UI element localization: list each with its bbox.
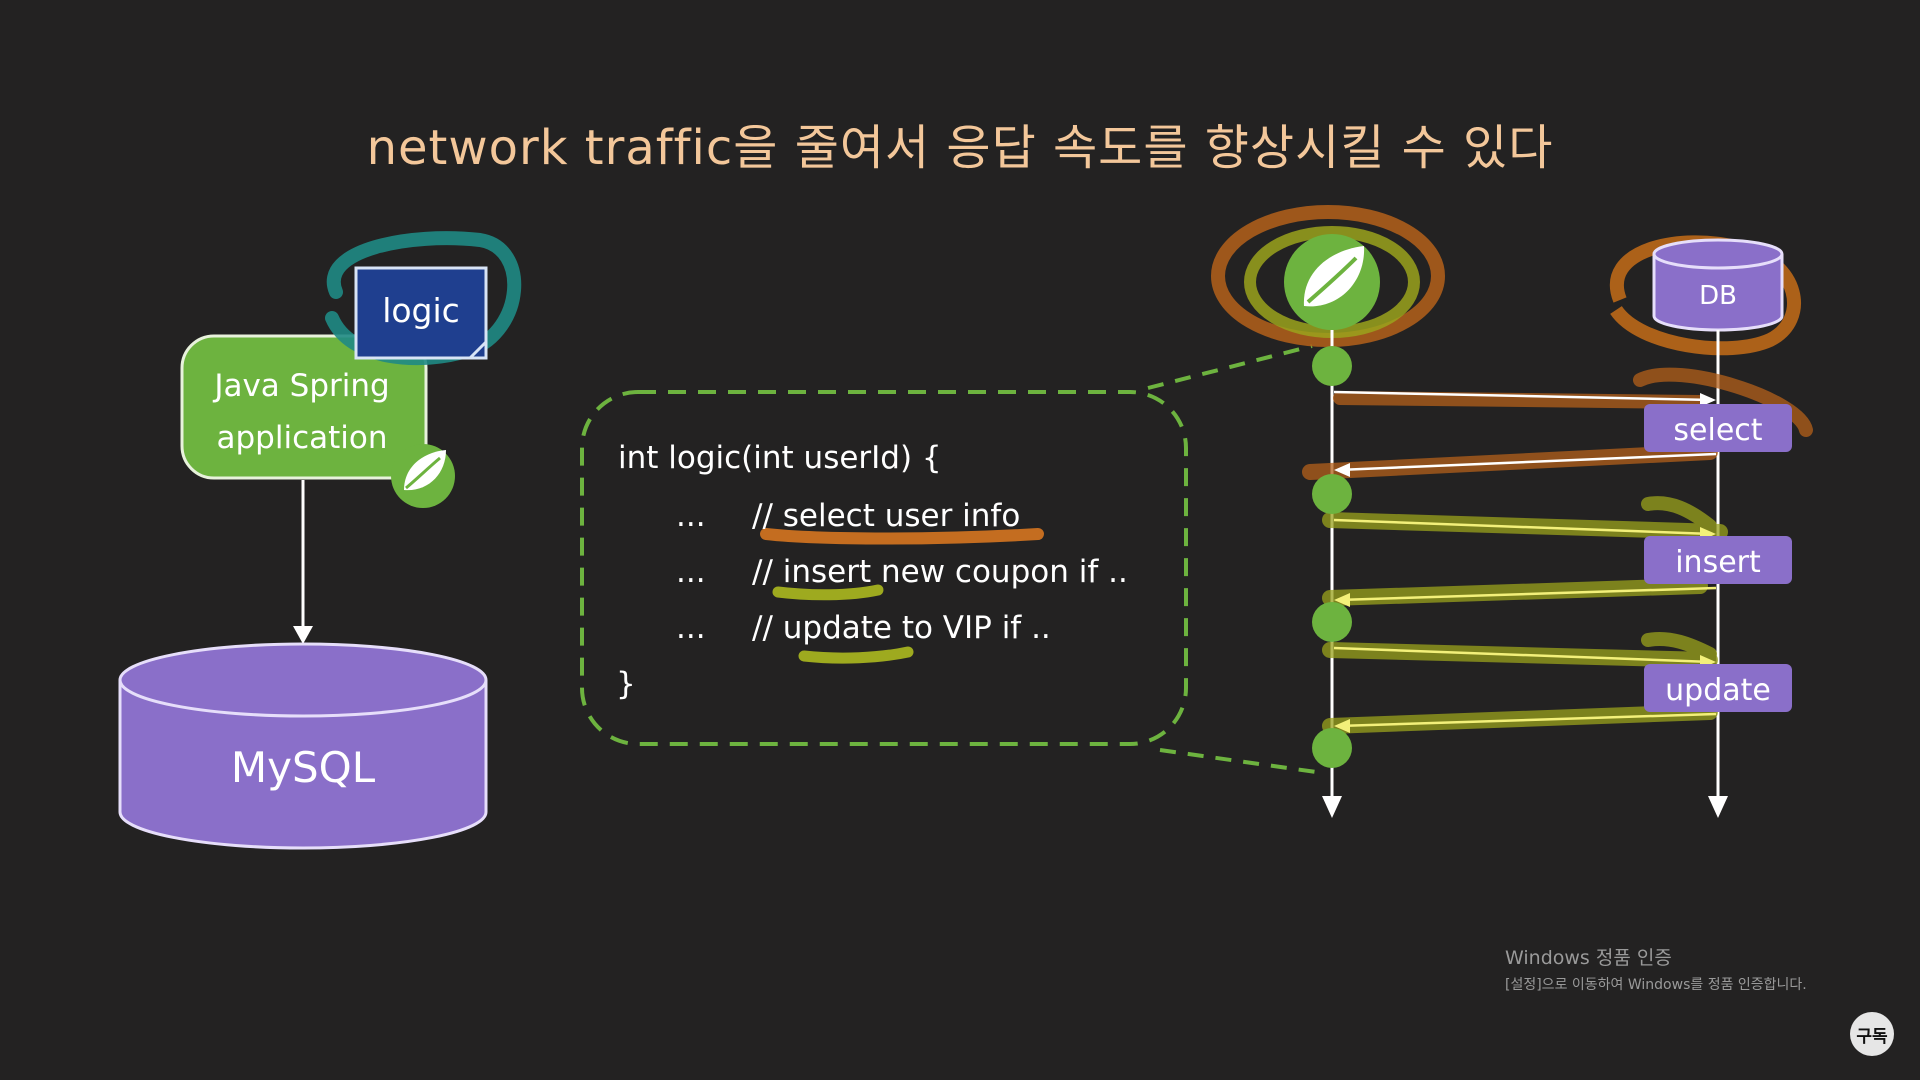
op-select-label: select	[1673, 413, 1762, 448]
code-line-1: int logic(int userId) {	[618, 440, 942, 476]
op-update: update	[1644, 664, 1792, 712]
code-line-4-dots: ...	[676, 610, 706, 646]
insert-underline-highlight	[772, 584, 884, 601]
activation-dot	[1312, 602, 1352, 642]
op-insert: insert	[1644, 536, 1792, 584]
op-insert-label: insert	[1675, 545, 1761, 580]
logic-label: logic	[382, 291, 460, 330]
db-header-highlight	[1610, 235, 1801, 356]
db-lifeline-cylinder: DB	[1652, 238, 1784, 332]
code-line-3-dots: ...	[676, 554, 706, 590]
db-lifeline-arrowhead	[1708, 796, 1728, 818]
spring-app-label-line2: application	[217, 420, 388, 456]
code-box	[580, 390, 1188, 746]
spring-app-node: Java Spring application	[180, 334, 428, 480]
spring-lifeline-icon	[1284, 234, 1380, 330]
app-to-db-arrowhead	[293, 626, 313, 644]
update-underline-highlight	[798, 646, 914, 664]
db-label: DB	[1699, 281, 1737, 311]
spring-leaf-icon	[391, 444, 455, 508]
code-snippet: int logic(int userId) { ... // select us…	[616, 440, 1128, 702]
message-arrows	[1333, 390, 1717, 733]
activation-dots	[1312, 346, 1352, 768]
slide-title: network traffic을 줄여서 응답 속도를 향상시킬 수 있다	[366, 120, 1554, 176]
activation-dot	[1312, 346, 1352, 386]
code-line-2-comment: // select user info	[752, 498, 1020, 534]
watermark-subtitle: [설정]으로 이동하여 Windows를 정품 인증합니다.	[1505, 977, 1807, 993]
activation-dot	[1312, 728, 1352, 768]
code-line-5: }	[616, 666, 636, 702]
spring-lifeline-arrowhead	[1322, 796, 1342, 818]
code-line-4-comment: // update to VIP if ..	[752, 610, 1051, 646]
select-underline-highlight	[760, 528, 1044, 545]
zoom-connector-top	[1147, 344, 1313, 390]
spring-app-label-line1: Java Spring	[212, 368, 389, 404]
activation-dot	[1312, 474, 1352, 514]
subscribe-button[interactable]: 구독	[1850, 1012, 1894, 1056]
code-line-2-dots: ...	[676, 498, 706, 534]
mysql-cylinder: MySQL	[118, 642, 488, 850]
zoom-connector-bottom	[1159, 748, 1317, 774]
spring-header-highlight-outer	[1211, 205, 1445, 347]
windows-activation-watermark: Windows 정품 인증 [설정]으로 이동하여 Windows를 정품 인증…	[1505, 943, 1807, 994]
mysql-label: MySQL	[231, 743, 376, 792]
logic-note: logic	[354, 266, 488, 360]
code-line-3-comment: // insert new coupon if ..	[752, 554, 1128, 590]
op-update-label: update	[1665, 673, 1771, 708]
op-select: select	[1644, 404, 1792, 452]
watermark-title: Windows 정품 인증	[1505, 947, 1672, 969]
